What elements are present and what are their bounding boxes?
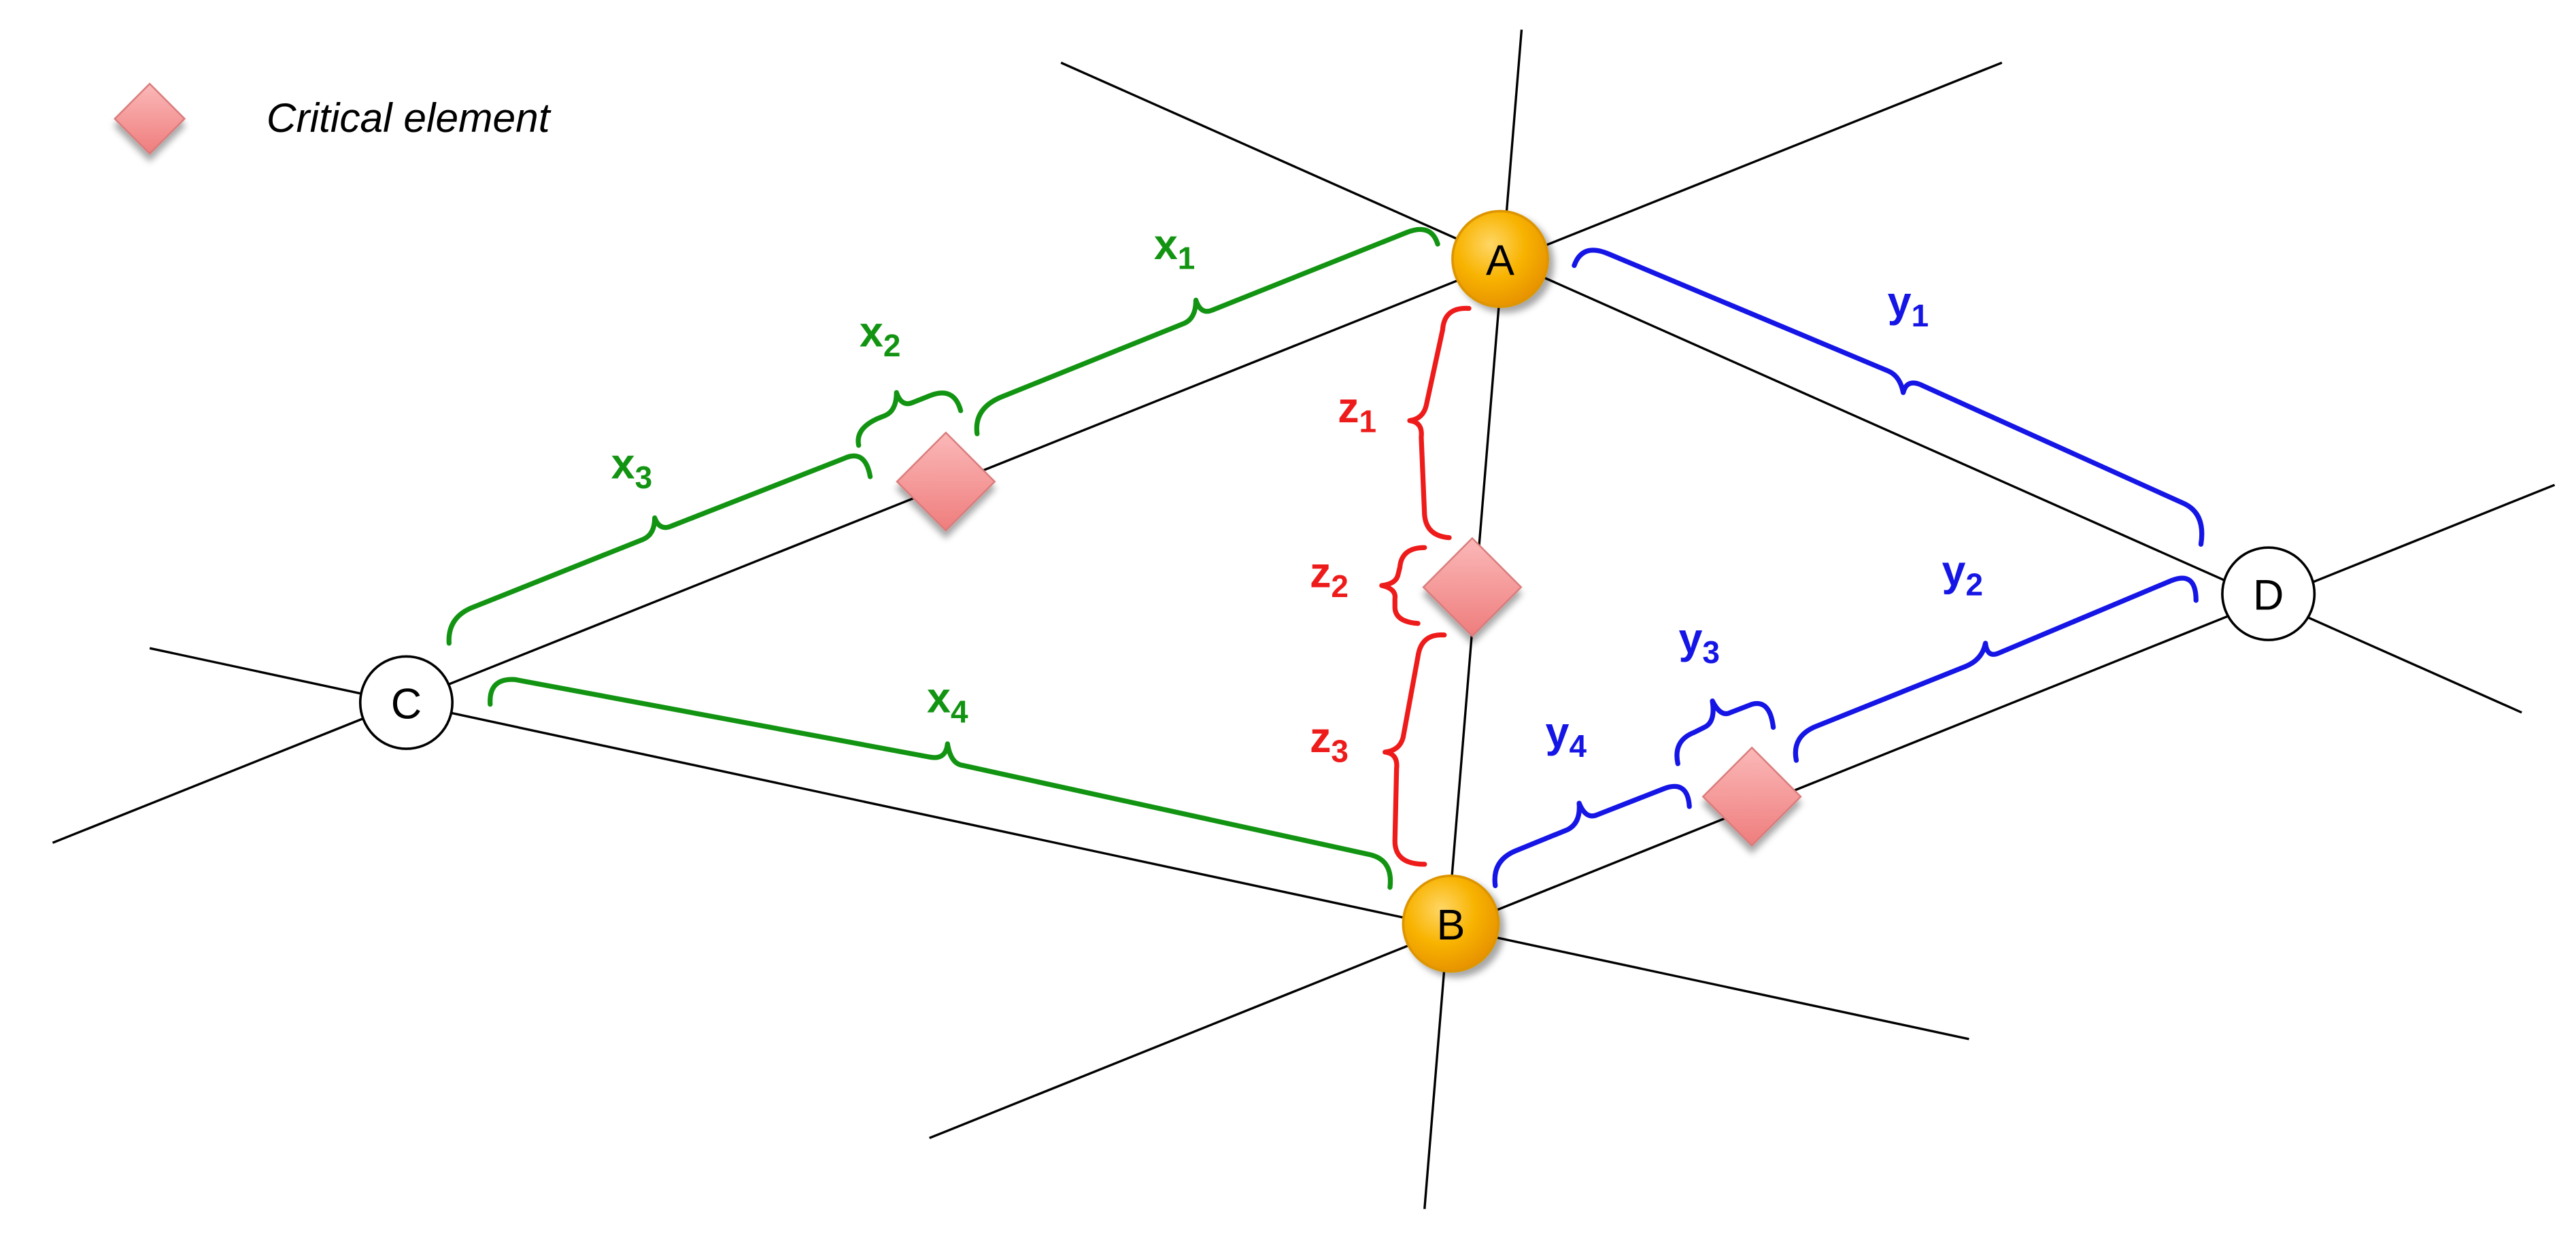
- label-y3: y3: [1678, 615, 1720, 670]
- node-a-label: A: [1486, 237, 1514, 284]
- node-b-circle: [1402, 875, 1500, 973]
- legend: Critical element: [114, 82, 552, 155]
- brace-z1: [1407, 305, 1472, 541]
- node-c: C: [358, 655, 454, 750]
- label-y4-index: 4: [1570, 728, 1587, 764]
- node-b: B: [1402, 875, 1500, 973]
- label-x3: x3: [611, 440, 653, 495]
- label-x2-letter: x: [860, 308, 883, 356]
- node-a-circle: [1451, 209, 1550, 308]
- brace-z3: [1383, 632, 1447, 867]
- brace-x3: [446, 453, 873, 646]
- label-x4: x4: [927, 675, 968, 730]
- legend-label: Critical element: [267, 95, 552, 141]
- brace-x1: [974, 226, 1440, 437]
- label-x2: x2: [860, 308, 901, 363]
- y-labels: y1 y2 y3 y4: [1546, 279, 1983, 764]
- label-x2-index: 2: [883, 328, 901, 363]
- label-y2: y2: [1942, 547, 1983, 603]
- critical-elements: [896, 431, 1802, 847]
- brace-y4: [1492, 783, 1692, 889]
- label-z2-index: 2: [1331, 569, 1349, 604]
- x-labels: x1 x2 x3 x4: [611, 221, 1196, 730]
- label-y4-letter: y: [1546, 709, 1570, 757]
- label-x4-index: 4: [951, 694, 968, 729]
- label-y4: y4: [1546, 709, 1587, 764]
- label-x4-letter: x: [927, 675, 951, 722]
- label-x1-letter: x: [1154, 221, 1178, 269]
- label-y1-letter: y: [1888, 279, 1912, 326]
- node-c-circle: [358, 655, 454, 750]
- edge-c-b: [149, 647, 1969, 1040]
- label-y1: y1: [1888, 279, 1929, 334]
- x-braces: [446, 226, 1440, 890]
- brace-x4: [488, 677, 1393, 890]
- label-z1: z1: [1338, 384, 1376, 439]
- node-b-label: B: [1436, 902, 1465, 949]
- label-y3-index: 3: [1702, 634, 1720, 670]
- brace-z2: [1379, 545, 1427, 626]
- z-braces: [1379, 305, 1472, 867]
- label-x1: x1: [1154, 221, 1196, 276]
- label-x1-index: 1: [1178, 240, 1196, 275]
- label-z1-letter: z: [1338, 384, 1359, 432]
- node-a: A: [1451, 209, 1550, 308]
- label-z3: z3: [1310, 714, 1349, 769]
- label-z3-index: 3: [1331, 733, 1349, 768]
- brace-y2: [1793, 575, 2199, 763]
- label-z3-letter: z: [1310, 714, 1331, 762]
- node-c-label: C: [391, 681, 422, 728]
- z-labels: z1 z2 z3: [1310, 384, 1376, 769]
- node-d-circle: [2221, 546, 2316, 641]
- critical-element-ca: [896, 431, 996, 532]
- label-z2: z2: [1310, 549, 1349, 604]
- label-x3-index: 3: [635, 460, 653, 495]
- node-d-label: D: [2253, 571, 2284, 619]
- label-y2-letter: y: [1942, 547, 1965, 595]
- y-braces: [1492, 248, 2205, 889]
- label-x3-letter: x: [611, 440, 635, 488]
- label-z1-index: 1: [1359, 403, 1377, 439]
- brace-y1: [1572, 248, 2205, 547]
- brace-y3: [1674, 698, 1776, 766]
- edges: [52, 29, 2556, 1209]
- legend-critical-element-icon: [114, 82, 186, 155]
- critical-element-bd: [1701, 746, 1802, 847]
- node-d: D: [2221, 546, 2316, 641]
- label-y2-index: 2: [1965, 566, 1983, 602]
- label-y3-letter: y: [1678, 615, 1702, 662]
- critical-element-ab: [1422, 537, 1523, 638]
- label-y1-index: 1: [1912, 298, 1929, 333]
- brace-x2: [855, 390, 964, 448]
- label-z2-letter: z: [1310, 549, 1331, 596]
